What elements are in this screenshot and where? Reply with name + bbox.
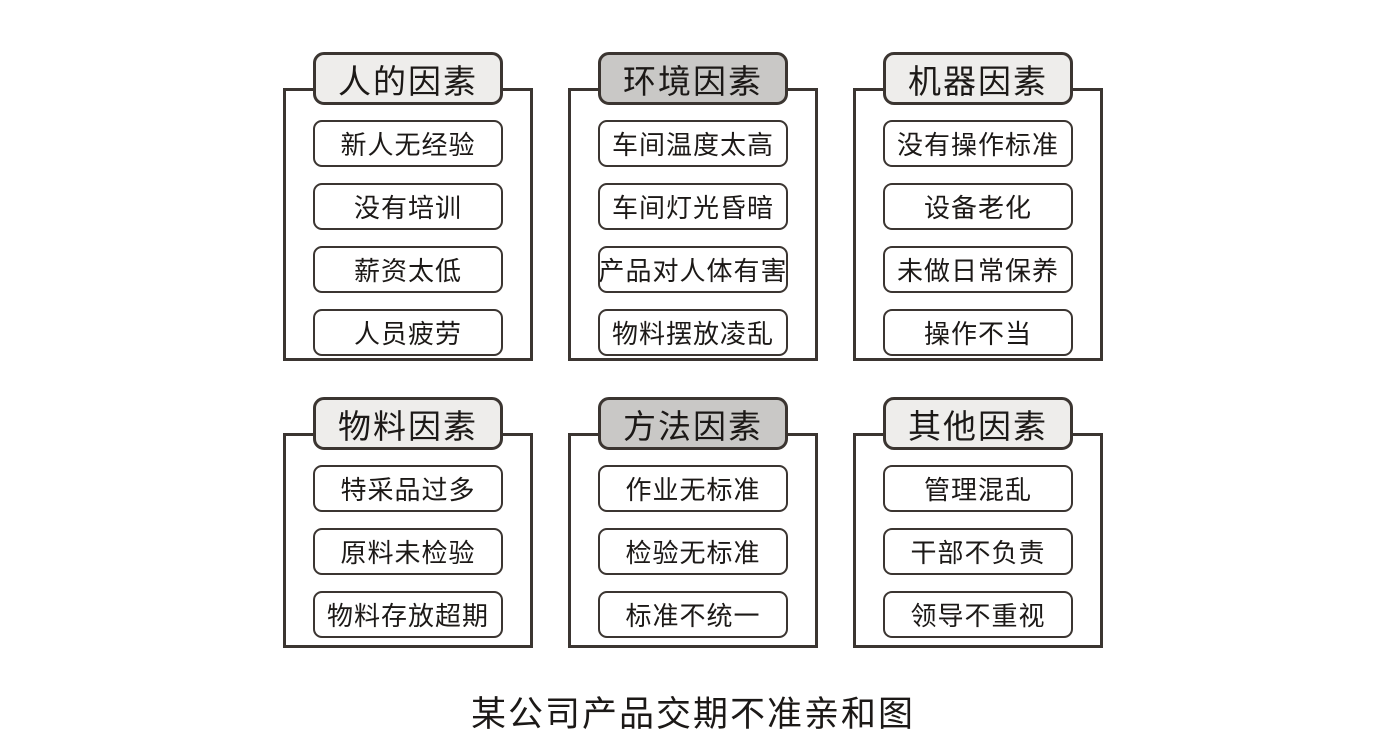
group-other-factors: 其他因素 管理混乱 干部不负责 领导不重视 xyxy=(853,397,1103,648)
affinity-card: 产品对人体有害 xyxy=(598,246,788,293)
group-box: 车间温度太高 车间灯光昏暗 产品对人体有害 物料摆放凌乱 xyxy=(568,88,818,361)
group-material-factors: 物料因素 特采品过多 原料未检验 物料存放超期 xyxy=(283,397,533,648)
affinity-card: 没有操作标准 xyxy=(883,120,1073,167)
affinity-card: 标准不统一 xyxy=(598,591,788,638)
affinity-card: 人员疲劳 xyxy=(313,309,503,356)
diagram-row-top: 人的因素 新人无经验 没有培训 薪资太低 人员疲劳 环境因素 车间温度太高 车间… xyxy=(283,52,1103,361)
group-human-factors: 人的因素 新人无经验 没有培训 薪资太低 人员疲劳 xyxy=(283,52,533,361)
affinity-card: 检验无标准 xyxy=(598,528,788,575)
group-box: 管理混乱 干部不负责 领导不重视 xyxy=(853,433,1103,648)
group-box: 作业无标准 检验无标准 标准不统一 xyxy=(568,433,818,648)
affinity-card: 车间温度太高 xyxy=(598,120,788,167)
affinity-card: 物料存放超期 xyxy=(313,591,503,638)
affinity-card: 没有培训 xyxy=(313,183,503,230)
group-header: 机器因素 xyxy=(883,52,1073,105)
affinity-card: 物料摆放凌乱 xyxy=(598,309,788,356)
group-box: 没有操作标准 设备老化 未做日常保养 操作不当 xyxy=(853,88,1103,361)
affinity-card: 设备老化 xyxy=(883,183,1073,230)
affinity-card: 领导不重视 xyxy=(883,591,1073,638)
group-header: 方法因素 xyxy=(598,397,788,450)
group-method-factors: 方法因素 作业无标准 检验无标准 标准不统一 xyxy=(568,397,818,648)
group-environment-factors: 环境因素 车间温度太高 车间灯光昏暗 产品对人体有害 物料摆放凌乱 xyxy=(568,52,818,361)
group-header: 人的因素 xyxy=(313,52,503,105)
affinity-card: 新人无经验 xyxy=(313,120,503,167)
group-machine-factors: 机器因素 没有操作标准 设备老化 未做日常保养 操作不当 xyxy=(853,52,1103,361)
affinity-card: 管理混乱 xyxy=(883,465,1073,512)
affinity-card: 操作不当 xyxy=(883,309,1073,356)
group-header: 物料因素 xyxy=(313,397,503,450)
diagram-row-bottom: 物料因素 特采品过多 原料未检验 物料存放超期 方法因素 作业无标准 检验无标准… xyxy=(283,397,1103,648)
affinity-card: 特采品过多 xyxy=(313,465,503,512)
affinity-card: 原料未检验 xyxy=(313,528,503,575)
group-box: 特采品过多 原料未检验 物料存放超期 xyxy=(283,433,533,648)
group-header: 其他因素 xyxy=(883,397,1073,450)
affinity-card: 作业无标准 xyxy=(598,465,788,512)
affinity-card: 车间灯光昏暗 xyxy=(598,183,788,230)
group-header: 环境因素 xyxy=(598,52,788,105)
group-box: 新人无经验 没有培训 薪资太低 人员疲劳 xyxy=(283,88,533,361)
diagram-title: 某公司产品交期不准亲和图 xyxy=(470,695,915,734)
affinity-card: 干部不负责 xyxy=(883,528,1073,575)
affinity-card: 薪资太低 xyxy=(313,246,503,293)
affinity-card: 未做日常保养 xyxy=(883,246,1073,293)
